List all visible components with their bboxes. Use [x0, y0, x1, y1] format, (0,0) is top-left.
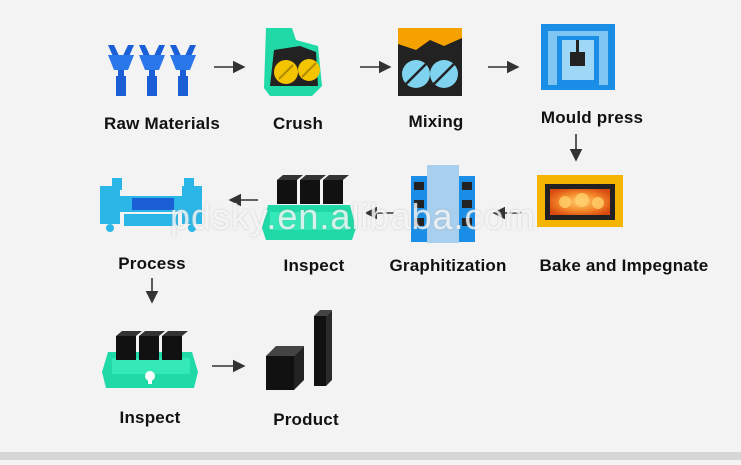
- product-icon: [266, 310, 332, 390]
- bake-furnace-icon: [537, 175, 623, 227]
- mixing-icon: [398, 28, 462, 96]
- bottom-bar: [0, 452, 741, 460]
- label-mould-press: Mould press: [540, 108, 644, 127]
- raw-materials-icon: [108, 45, 196, 96]
- label-graphitization: Graphitization: [389, 256, 507, 275]
- label-inspect-1: Inspect: [283, 256, 345, 275]
- label-raw-materials: Raw Materials: [104, 114, 220, 133]
- label-process: Process: [118, 254, 186, 273]
- label-crush: Crush: [272, 114, 324, 133]
- label-mixing: Mixing: [408, 112, 464, 131]
- inspect-icon-2: [102, 331, 198, 388]
- watermark-text: pdsky.en.alibaba.com: [170, 196, 536, 237]
- mould-press-icon: [541, 24, 615, 90]
- process-machine-icon: [100, 178, 202, 232]
- crush-icon: [264, 28, 322, 96]
- flow-arrows: [145, 60, 583, 373]
- label-inspect-2: Inspect: [119, 408, 181, 427]
- label-product: Product: [273, 410, 339, 429]
- inspect-icon-1: [262, 175, 356, 240]
- graphitization-icon: [411, 165, 475, 243]
- label-bake-impregnate: Bake and Impegnate: [539, 256, 709, 275]
